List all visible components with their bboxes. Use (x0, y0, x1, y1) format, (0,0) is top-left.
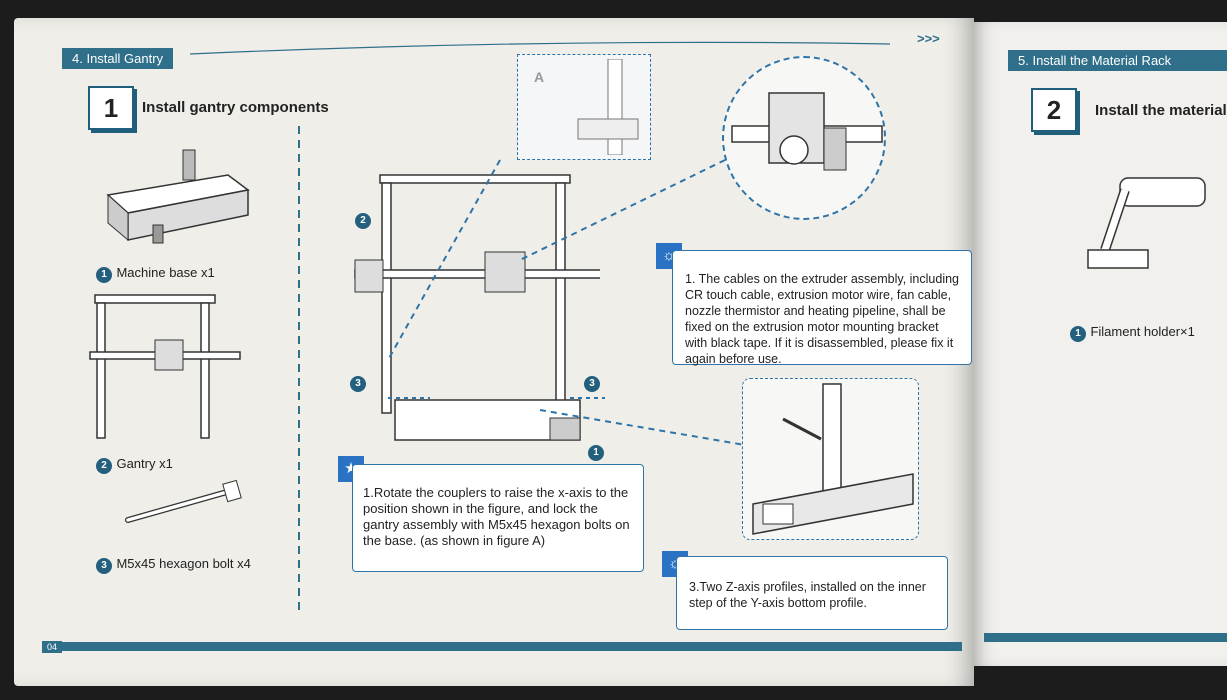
inset-a-drawing (577, 59, 639, 155)
dashed-divider (298, 126, 300, 616)
extruder-detail-circle (722, 56, 886, 220)
inset-a-box: A (517, 54, 651, 160)
machine-base-illustration (106, 149, 250, 244)
extruder-drawing (731, 92, 883, 171)
note-cables-text: 1. The cables on the extruder assembly, … (685, 272, 959, 366)
part-label: Gantry x1 (116, 456, 173, 471)
step-title: Install gantry components (142, 99, 329, 116)
part-gantry: 2 Gantry x1 (96, 455, 173, 474)
right-footer-bar (984, 633, 1227, 642)
inset-label: A (534, 69, 545, 85)
note-profiles-text: 3.Two Z-axis profiles, installed on the … (689, 580, 926, 610)
diagram-badge-gantry: 2 (355, 210, 371, 229)
part-filament-holder: 1 Filament holder×1 (1070, 323, 1195, 342)
gantry-illustration (89, 294, 241, 439)
part-label: Machine base x1 (116, 265, 215, 280)
part-machine-base: 1 Machine base x1 (96, 264, 215, 283)
note-rotate: 1.Rotate the couplers to raise the x-axi… (352, 464, 644, 572)
part-bolt: 3 M5x45 hexagon bolt x4 (96, 555, 251, 574)
diagram-badge-bolt-right: 3 (584, 373, 600, 392)
part-badge: 2 (96, 458, 112, 474)
part-label: Filament holder×1 (1090, 324, 1195, 339)
filament-holder-illustration (1087, 177, 1206, 269)
footer-bar (62, 642, 962, 651)
right-page (974, 22, 1227, 666)
header-rule (190, 41, 891, 55)
bolt-detail-drawing (752, 383, 914, 535)
step-number: 1 (88, 86, 134, 130)
note-profiles: 3.Two Z-axis profiles, installed on the … (676, 556, 948, 630)
part-badge: 1 (96, 267, 112, 283)
right-section-tab: 5. Install the Material Rack (1008, 50, 1227, 71)
bolt-detail-box (742, 378, 919, 540)
arrows-icon: >>> (917, 31, 940, 46)
note-rotate-text: 1.Rotate the couplers to raise the x-axi… (363, 485, 630, 548)
section-tab: 4. Install Gantry (62, 48, 174, 69)
right-step-title: Install the material (1095, 102, 1227, 119)
callout-arrows (387, 159, 746, 446)
page-number: 04 (42, 641, 63, 653)
diagram-badge-base: 1 (588, 442, 604, 461)
note-cables: 1. The cables on the extruder assembly, … (672, 250, 972, 366)
right-step-number: 2 (1031, 88, 1077, 132)
part-badge: 3 (96, 558, 112, 574)
diagram-badge-bolt-left: 3 (350, 373, 366, 392)
assembly-diagram (354, 174, 600, 441)
part-badge: 1 (1070, 326, 1086, 342)
part-label: M5x45 hexagon bolt x4 (116, 556, 251, 571)
bolt-illustration (125, 480, 242, 523)
